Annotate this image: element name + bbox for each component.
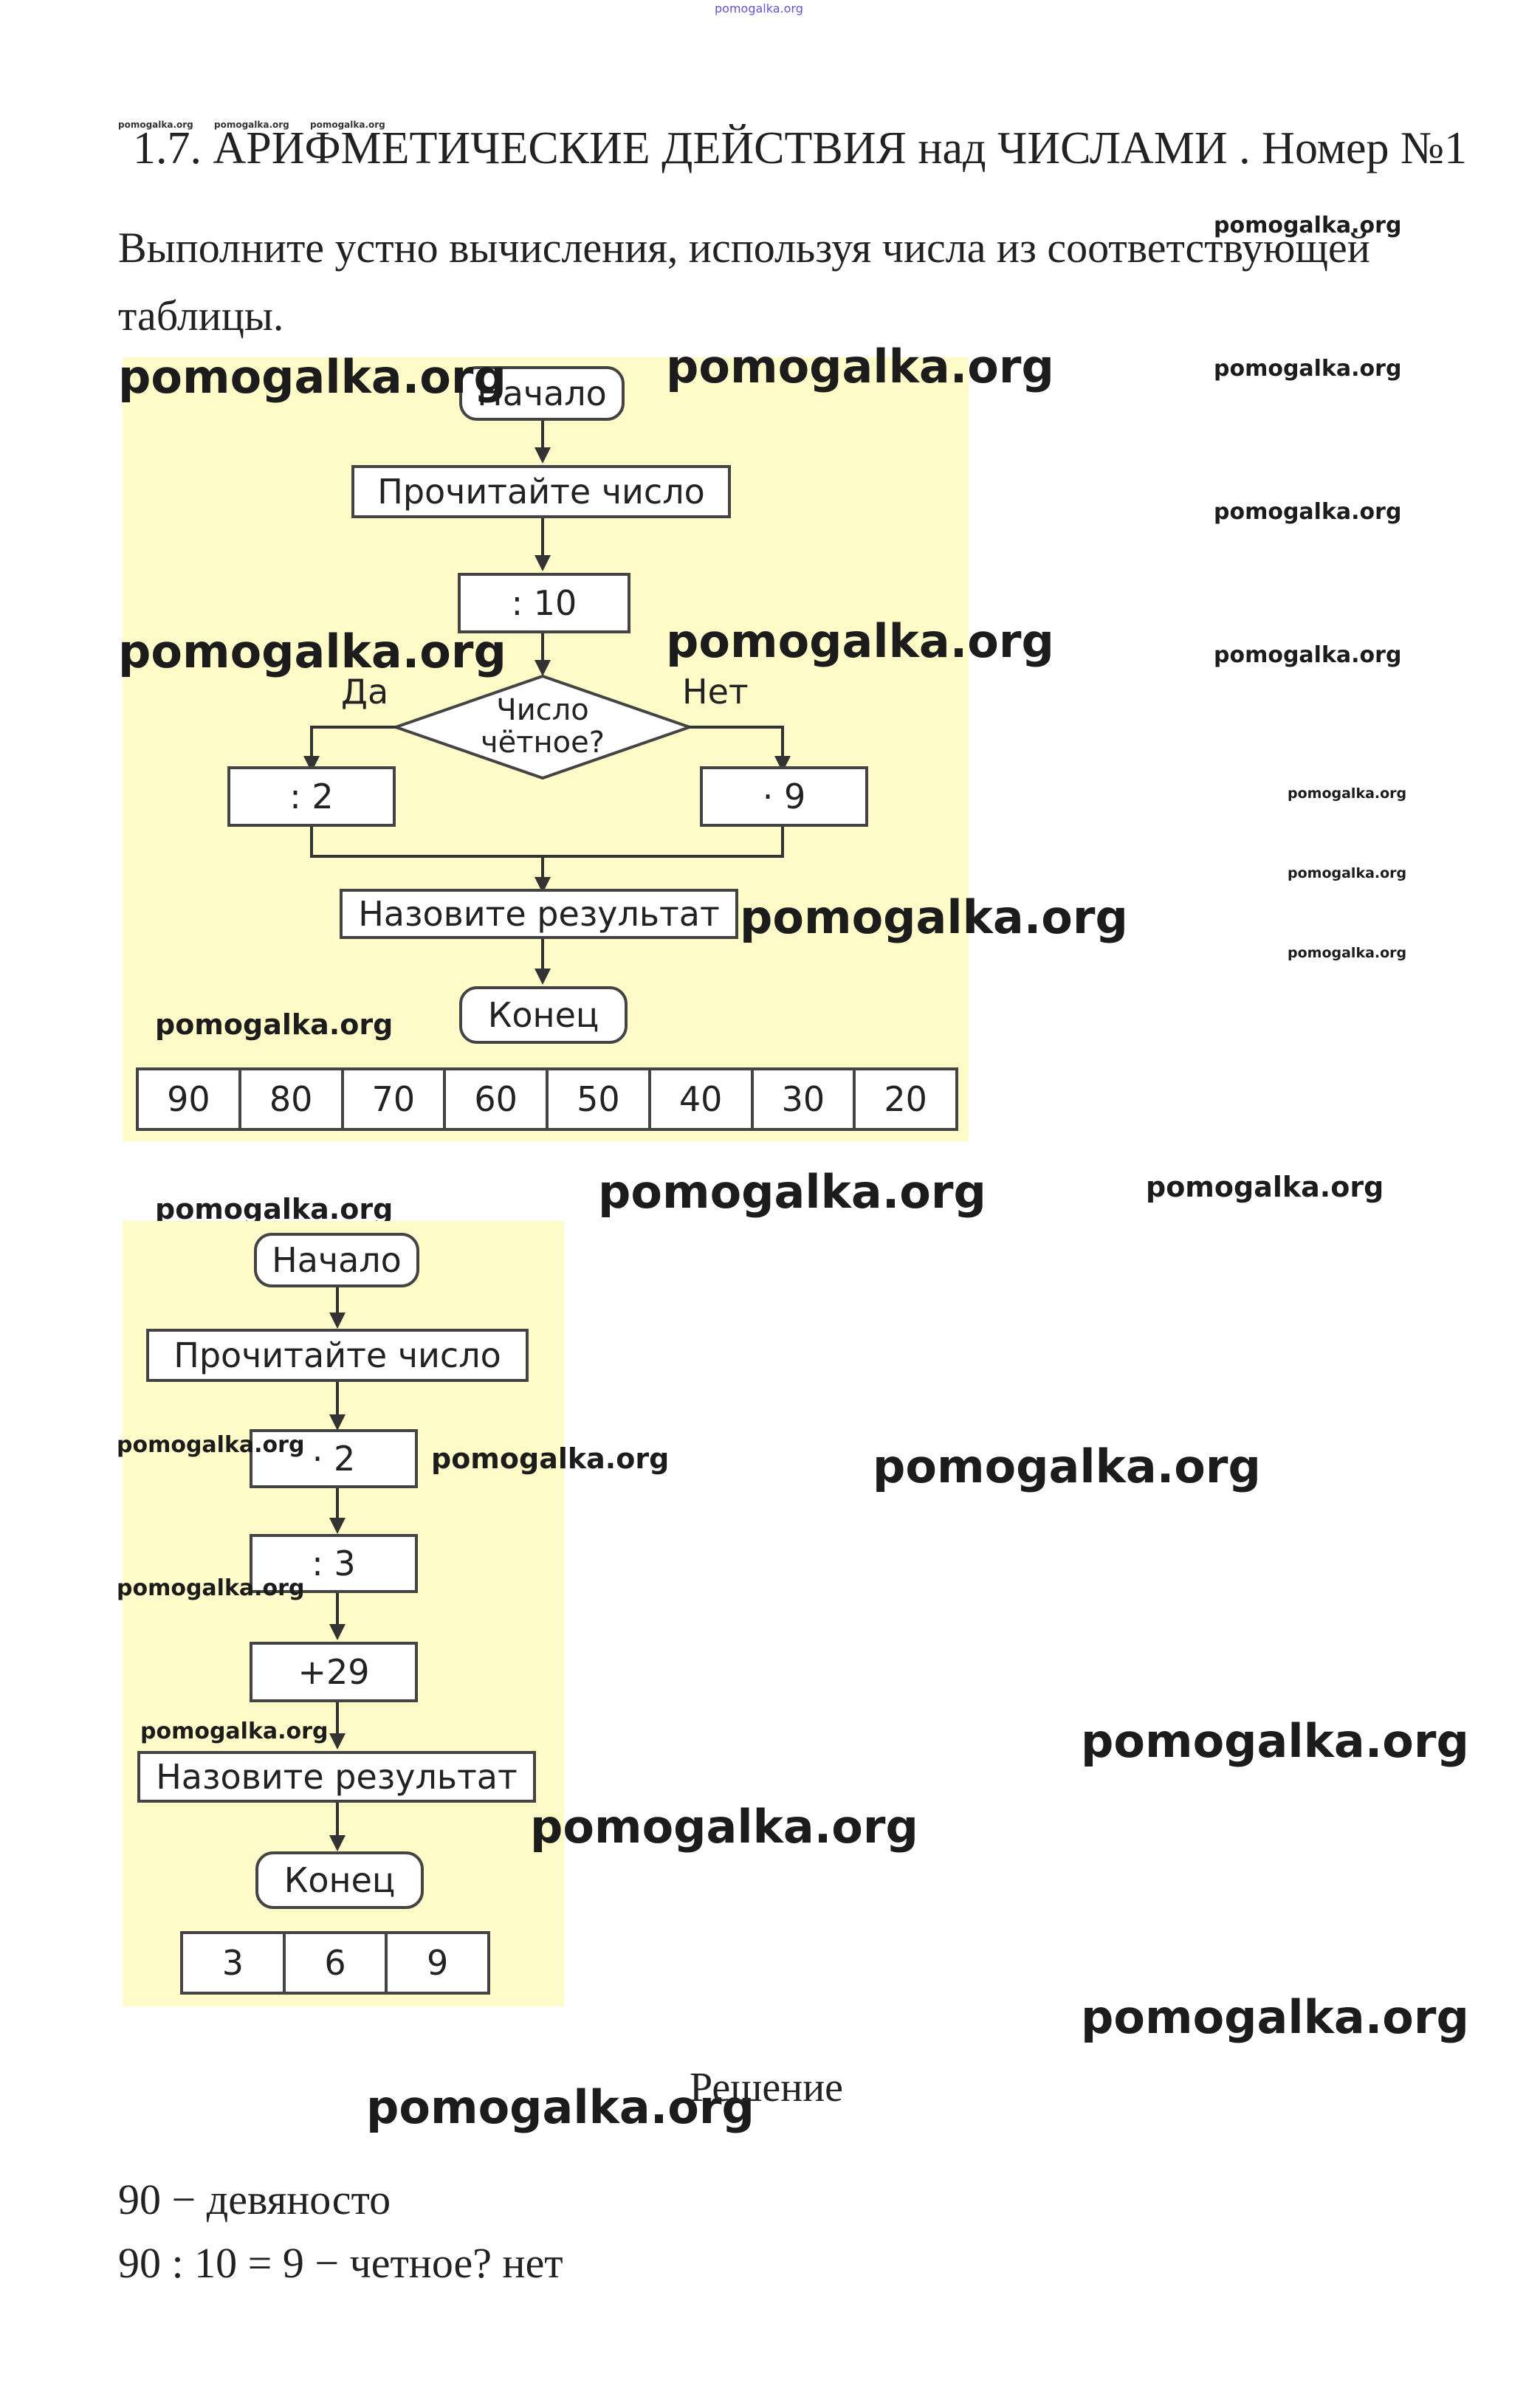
site-watermark-top: pomogalka.org: [715, 1, 803, 16]
watermark: pomogalka.org: [366, 2080, 755, 2134]
number-cell: 90: [139, 1070, 241, 1128]
connector: [336, 1593, 339, 1626]
connector: [541, 633, 544, 661]
watermark: pomogalka.org: [140, 1719, 329, 1744]
watermark: pomogalka.org: [1288, 865, 1407, 881]
watermark: pomogalka.org: [666, 614, 1054, 668]
solution-line-1: 90 − девяносто: [118, 2175, 391, 2223]
flowchart-2-read: Прочитайте число: [146, 1329, 529, 1382]
connector: [336, 1702, 339, 1735]
flowchart-2-number-table: 3 6 9: [180, 1931, 490, 1995]
watermark: pomogalka.org: [873, 1439, 1261, 1493]
connector: [541, 518, 544, 557]
connector: [310, 855, 784, 858]
number-cell: 3: [183, 1934, 286, 1992]
watermark: pomogalka.org: [1214, 642, 1402, 668]
watermark: pomogalka.org: [431, 1442, 670, 1475]
number-cell: 40: [651, 1070, 754, 1128]
connector: [541, 855, 544, 878]
small-watermark: pomogalka.org: [214, 120, 289, 130]
number-cell: 80: [241, 1070, 344, 1128]
watermark: pomogalka.org: [598, 1165, 986, 1219]
watermark: pomogalka.org: [1146, 1171, 1384, 1203]
connector: [781, 827, 784, 856]
flowchart-2-multiply-2: · 2: [250, 1429, 418, 1488]
flowchart-1-divide-2: : 2: [227, 766, 396, 827]
connector: [688, 726, 784, 729]
connector: [310, 726, 313, 758]
flowchart-2-end: Конец: [255, 1851, 424, 1909]
task-line-2: таблицы.: [118, 292, 284, 340]
flowchart-1-read: Прочитайте число: [351, 465, 731, 518]
solution-heading: Решение: [690, 2065, 844, 2111]
watermark: pomogalka.org: [155, 1008, 393, 1041]
arrow-down-icon: [329, 1624, 346, 1640]
arrow-down-icon: [535, 447, 551, 464]
branch-no-label: Нет: [682, 672, 749, 712]
flowchart-1-multiply-9: · 9: [700, 766, 868, 827]
connector: [310, 726, 397, 729]
watermark: pomogalka.org: [1214, 356, 1402, 382]
watermark: pomogalka.org: [740, 890, 1128, 944]
connector: [541, 421, 544, 447]
connector: [310, 827, 313, 856]
connector: [336, 1382, 339, 1416]
watermark: pomogalka.org: [666, 340, 1054, 393]
watermark: pomogalka.org: [1081, 1714, 1469, 1768]
watermark: pomogalka.org: [1081, 1990, 1469, 2044]
flowchart-1-end: Конец: [459, 986, 628, 1044]
page-title: 1.7. АРИФМЕТИЧЕСКИЕ ДЕЙСТВИЯ над ЧИСЛАМИ…: [133, 123, 1468, 173]
arrow-down-icon: [535, 969, 551, 985]
flowchart-1-divide-10: : 10: [458, 573, 630, 633]
arrow-down-icon: [329, 1835, 346, 1851]
watermark: pomogalka.org: [530, 1800, 918, 1854]
watermark: pomogalka.org: [117, 1575, 305, 1601]
watermark: pomogalka.org: [1288, 785, 1407, 802]
arrow-down-icon: [329, 1414, 346, 1431]
number-cell: 6: [286, 1934, 388, 1992]
flowchart-1-result: Назовите результат: [340, 889, 738, 939]
flowchart-1-number-table: 90 80 70 60 50 40 30 20: [136, 1067, 958, 1131]
connector: [336, 1488, 339, 1519]
watermark: pomogalka.org: [118, 625, 506, 678]
connector: [336, 1287, 339, 1314]
number-cell: 30: [754, 1070, 856, 1128]
number-cell: 9: [427, 1943, 449, 1983]
branch-yes-label: Да: [341, 672, 389, 712]
decision-line-1: Число: [496, 693, 589, 727]
watermark: pomogalka.org: [1214, 213, 1402, 238]
flowchart-2-result: Назовите результат: [137, 1751, 536, 1803]
arrow-down-icon: [535, 660, 551, 676]
watermark: pomogalka.org: [117, 1432, 305, 1458]
small-watermark: pomogalka.org: [118, 120, 193, 130]
flowchart-1-start: Начало: [459, 366, 625, 421]
flowchart-2-divide-3: : 3: [250, 1534, 418, 1593]
task-line-1: Выполните устно вычисления, используя чи…: [118, 224, 1370, 272]
number-cell: 60: [446, 1070, 549, 1128]
solution-line-2: 90 : 10 = 9 − четное? нет: [118, 2239, 563, 2287]
watermark: pomogalka.org: [1288, 945, 1407, 961]
connector: [781, 726, 784, 758]
decision-line-2: чётное?: [480, 726, 605, 760]
flowchart-1-decision-diamond: [391, 674, 694, 780]
flowchart-2-add-29: +29: [250, 1642, 418, 1702]
small-watermark: pomogalka.org: [310, 120, 385, 130]
connector: [541, 939, 544, 970]
watermark: pomogalka.org: [155, 1193, 393, 1225]
number-cell: 50: [549, 1070, 651, 1128]
arrow-down-icon: [535, 555, 551, 571]
arrow-down-icon: [329, 1313, 346, 1329]
flowchart-1-decision-text: Число чётное?: [391, 694, 694, 759]
arrow-down-icon: [329, 1518, 346, 1534]
connector: [336, 1803, 339, 1837]
flowchart-2-start: Начало: [254, 1233, 419, 1287]
number-cell: 20: [884, 1079, 927, 1119]
number-cell: 70: [344, 1070, 447, 1128]
watermark: pomogalka.org: [1214, 499, 1402, 525]
arrow-down-icon: [329, 1733, 346, 1750]
watermark: pomogalka.org: [118, 350, 506, 404]
